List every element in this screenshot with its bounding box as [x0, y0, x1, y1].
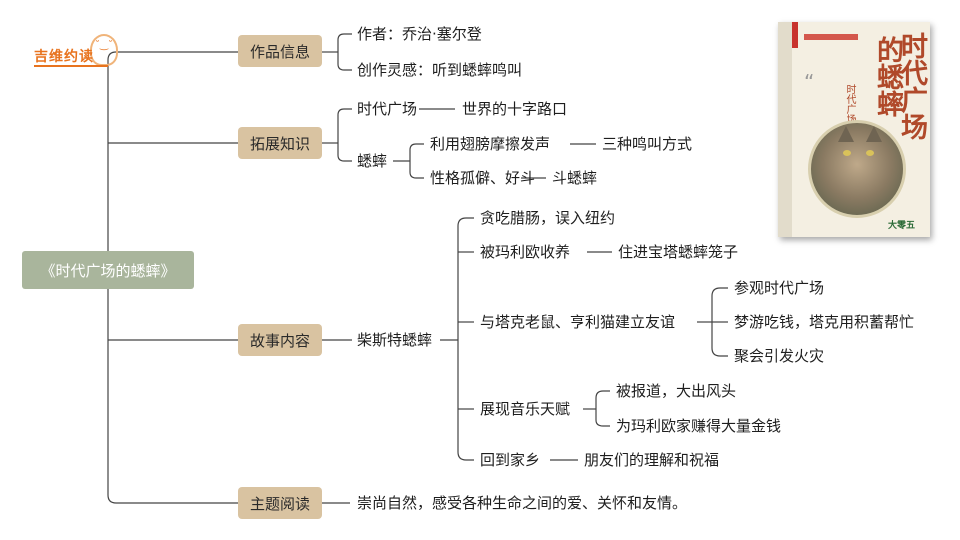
book-cover-image: “ 的蟋蟀 时代广场 时代广场的蟋蟀 大零五: [778, 22, 930, 237]
book-subtitle: 时代广场的蟋蟀: [844, 84, 855, 154]
smile-icon: ˘‿˘: [95, 40, 114, 51]
music-sub-2: 为玛利欧家赚得大量金钱: [616, 417, 782, 435]
cricket-temper-detail: 斗蟋蟀: [552, 169, 598, 187]
root-node[interactable]: 《时代广场的蟋蟀》: [22, 251, 194, 289]
book-top-strip: [804, 34, 858, 40]
music-sub-1: 被报道，大出风头: [616, 382, 737, 400]
story-music: 展现音乐天赋: [480, 400, 571, 418]
story-home: 回到家乡: [480, 451, 541, 469]
node-knowledge[interactable]: 拓展知识: [238, 127, 322, 159]
story-home-detail: 朋友们的理解和祝福: [584, 451, 720, 469]
node-theme[interactable]: 主题阅读: [238, 487, 322, 519]
cat-eye-icon: [843, 150, 851, 156]
logo-text: 吉维约读: [34, 49, 94, 65]
theme-text: 崇尚自然，感受各种生命之间的爱、关怀和友情。: [357, 494, 688, 512]
node-info[interactable]: 作品信息: [238, 35, 322, 67]
friends-sub-3: 聚会引发火灾: [734, 347, 825, 365]
friends-sub-2: 梦游吃钱，塔克用积蓄帮忙: [734, 313, 915, 331]
story-adopt: 被玛利欧收养: [480, 243, 571, 261]
book-spine: [778, 22, 792, 237]
story-friends: 与塔克老鼠、亨利猫建立友谊: [480, 313, 676, 331]
cricket-sound-detail: 三种鸣叫方式: [602, 135, 693, 153]
knowledge-cricket: 蟋蟀: [357, 152, 388, 170]
info-author: 作者：乔治·塞尔登: [357, 25, 482, 43]
story-greedy: 贪吃腊肠，误入纽约: [480, 209, 616, 227]
knowledge-square: 时代广场: [357, 100, 418, 118]
node-story[interactable]: 故事内容: [238, 324, 322, 356]
logo-underline: [34, 65, 108, 67]
info-inspiration: 创作灵感：听到蟋蟀鸣叫: [357, 61, 523, 79]
book-spine-band: [792, 22, 798, 48]
book-title-left: 的蟋蟀: [872, 36, 903, 117]
knowledge-square-detail: 世界的十字路口: [462, 100, 568, 118]
brand-logo: ˘‿˘ 吉维约读: [30, 34, 118, 70]
cat-ear-icon: [838, 126, 854, 142]
cat-ear-icon: [866, 126, 882, 142]
publisher-logo: 大零五: [888, 221, 916, 231]
cat-eye-icon: [866, 150, 874, 156]
book-title-right: 时代广场: [896, 32, 927, 140]
story-adopt-detail: 住进宝塔蟋蟀笼子: [618, 243, 739, 261]
cat-illustration: [808, 120, 906, 218]
friends-sub-1: 参观时代广场: [734, 279, 825, 297]
story-hub: 柴斯特蟋蟀: [357, 331, 433, 349]
cricket-temper: 性格孤僻、好斗: [430, 169, 536, 187]
quote-icon: “: [804, 70, 815, 94]
cricket-sound: 利用翅膀摩擦发声: [430, 135, 551, 153]
